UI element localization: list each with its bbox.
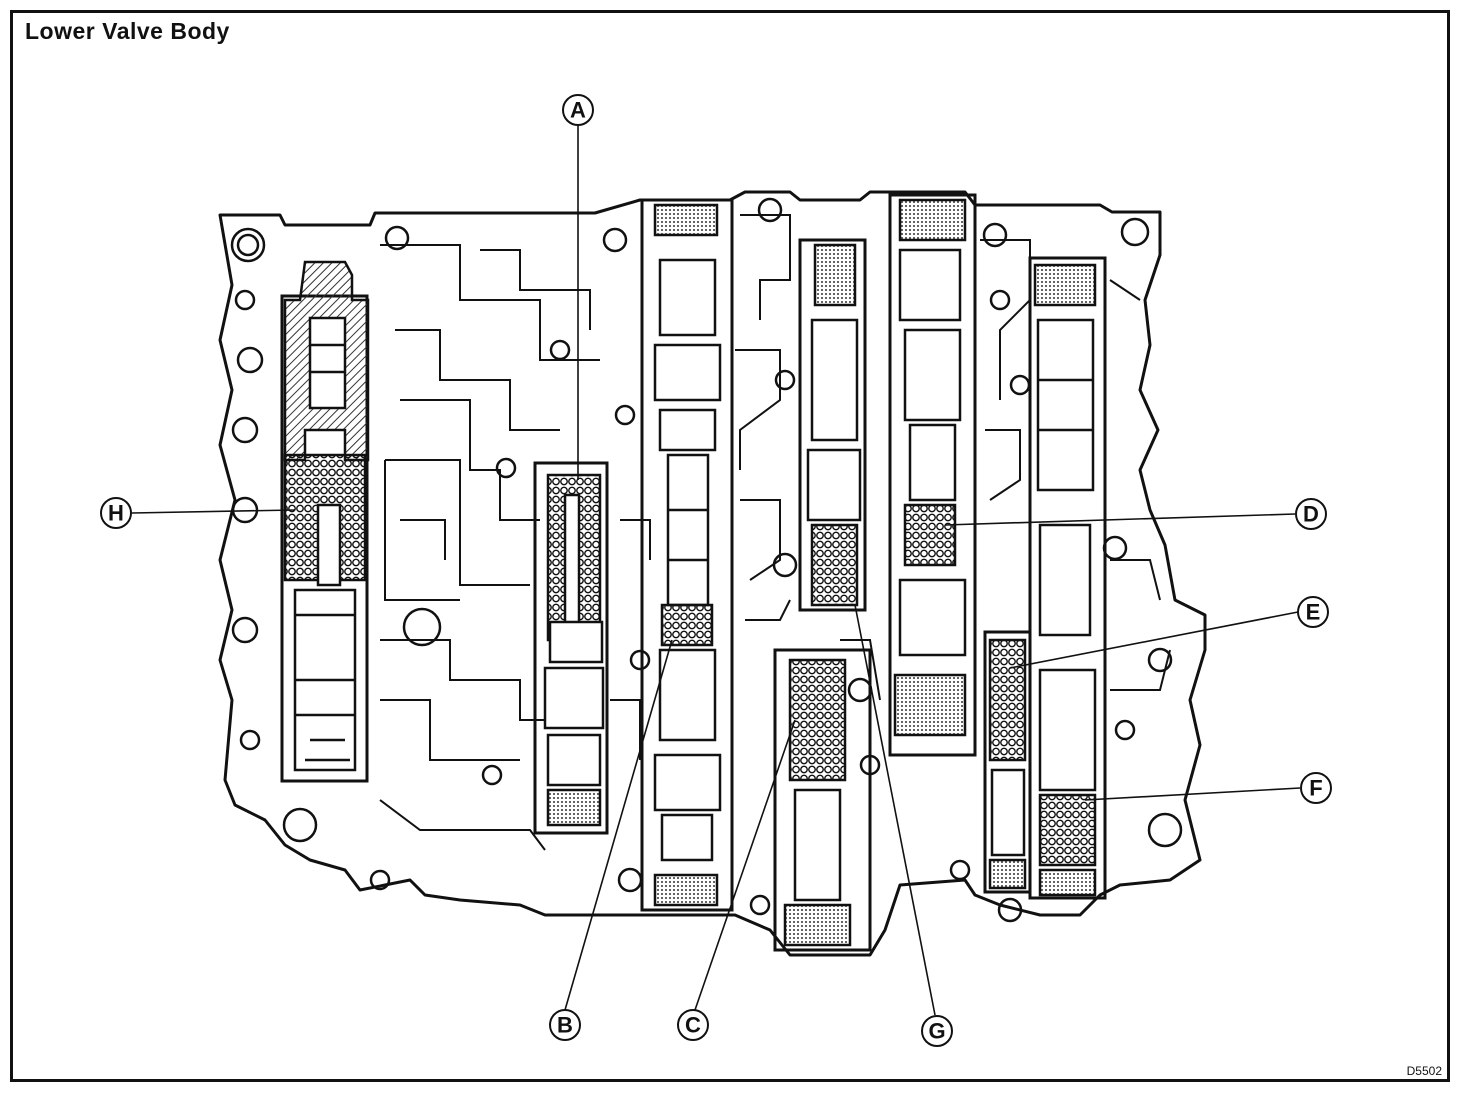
leader-line-d <box>944 513 1296 526</box>
callout-c: C <box>677 1009 709 1041</box>
fluid-passages <box>379 214 1171 851</box>
leader-line-c <box>694 719 796 1011</box>
figure-frame <box>10 10 1450 1082</box>
callout-label-b: B <box>557 1013 573 1038</box>
callout-h: H <box>100 497 132 529</box>
leader-lines <box>131 124 1301 1016</box>
valve-bore-g <box>773 238 872 952</box>
callout-label-a: A <box>570 98 586 123</box>
callout-circle-b <box>549 1009 581 1041</box>
callout-circle-c <box>677 1009 709 1041</box>
callout-circle-e <box>1297 596 1329 628</box>
figure-code: D5502 <box>1406 1064 1442 1078</box>
callout-b: B <box>549 1009 581 1041</box>
leader-line-e <box>1009 611 1299 669</box>
valve-bore-a <box>533 461 609 835</box>
leader-line-g <box>854 604 936 1016</box>
valve-bore-h <box>280 260 370 783</box>
valve-body-outline <box>218 190 1207 957</box>
callout-label-f: F <box>1309 776 1322 801</box>
callout-circle-a <box>562 94 594 126</box>
callout-circle-g <box>921 1015 953 1047</box>
callout-circle-d <box>1295 498 1327 530</box>
callout-label-c: C <box>685 1013 701 1038</box>
figure-title: Lower Valve Body <box>25 18 230 44</box>
callout-f: F <box>1300 772 1332 804</box>
leader-line-f <box>1084 787 1301 801</box>
callout-circle-h <box>100 497 132 529</box>
leader-line-b <box>564 639 673 1011</box>
valve-bore-d <box>888 193 977 757</box>
callout-label-h: H <box>108 501 124 526</box>
callout-e: E <box>1297 596 1329 628</box>
valve-bore-bc <box>640 198 734 912</box>
callout-circle-f <box>1300 772 1332 804</box>
callout-g: G <box>921 1015 953 1047</box>
callout-d: D <box>1295 498 1327 530</box>
callout-label-g: G <box>928 1019 945 1044</box>
callout-a: A <box>562 94 594 126</box>
callout-label-e: E <box>1306 600 1321 625</box>
callout-layer: A B C D E F G H <box>100 94 1332 1047</box>
callout-label-d: D <box>1303 502 1319 527</box>
leader-line-h <box>131 509 296 514</box>
valve-bore-ef <box>983 256 1107 900</box>
